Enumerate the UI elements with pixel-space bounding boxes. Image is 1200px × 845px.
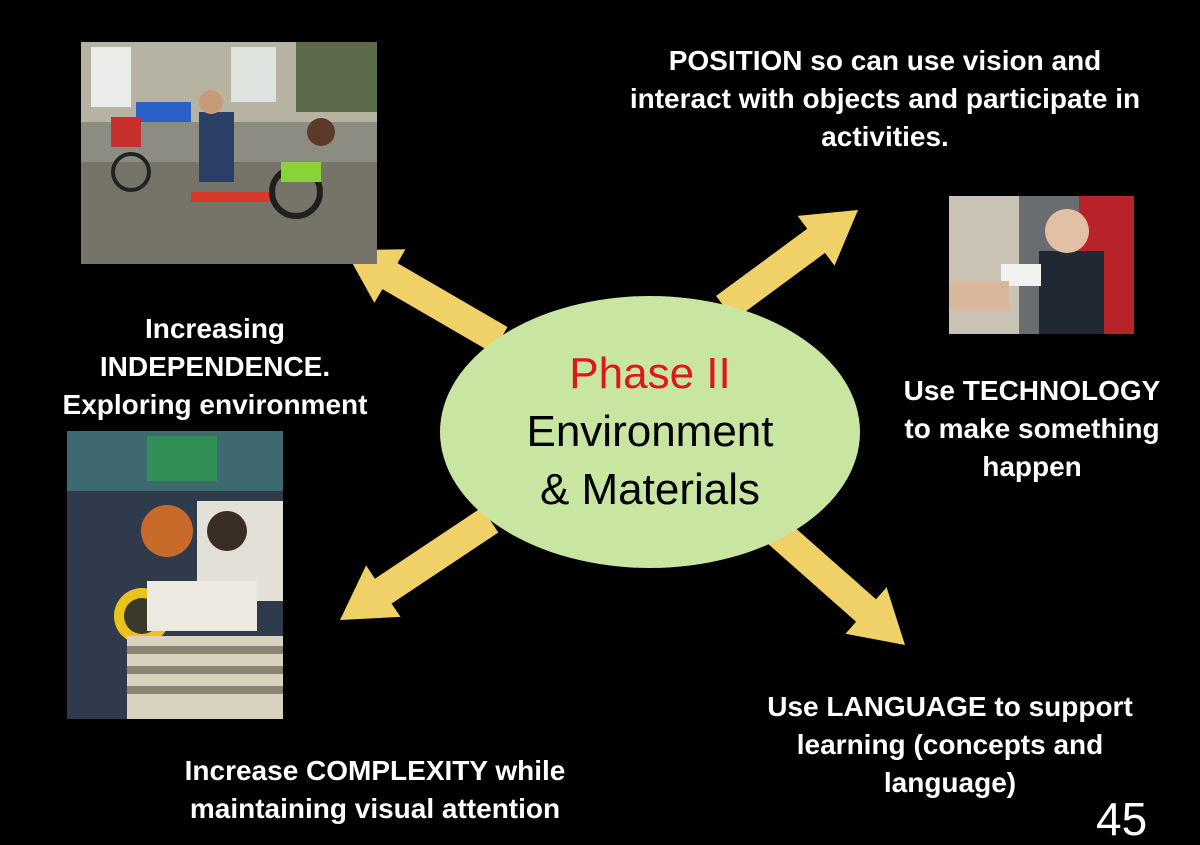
caption-complexity: Increase COMPLEXITY while maintaining vi…	[130, 752, 620, 828]
caption-complexity-line-2: maintaining visual attention	[189, 793, 561, 824]
caption-language: Use LANGUAGE to support learning (concep…	[715, 688, 1185, 802]
central-hub-ellipse: Phase II Environment & Materials	[440, 296, 860, 568]
caption-language-line-3: language)	[883, 767, 1017, 798]
arrow-to-independence	[345, 249, 508, 353]
caption-independence-line-1: Increasing	[144, 313, 286, 344]
arrow-to-position	[716, 210, 858, 321]
arrow-to-language	[765, 518, 905, 645]
caption-language-line-1: Use LANGUAGE to support	[767, 691, 1133, 722]
caption-technology-line-3: happen	[982, 451, 1082, 482]
caption-position-line-3: activities.	[821, 121, 949, 152]
caption-technology: Use TECHNOLOGY to make something happen	[872, 372, 1192, 486]
hub-phase-label: Phase II	[569, 349, 731, 398]
hub-topic-line-1: Environment	[526, 407, 774, 456]
caption-language-line-2: learning (concepts and	[796, 729, 1104, 760]
caption-technology-line-2: to make something	[904, 413, 1160, 444]
caption-complexity-line-1: Increase COMPLEXITY while	[184, 755, 566, 786]
arrow-to-complexity	[340, 507, 499, 620]
photo-children-mobility	[81, 42, 377, 264]
caption-independence: Increasing INDEPENDENCE. Exploring envir…	[20, 310, 410, 424]
hub-topic-line-2: & Materials	[539, 465, 761, 514]
caption-independence-line-3: Exploring environment	[62, 389, 368, 420]
photo-child-technology	[949, 196, 1134, 334]
caption-position: POSITION so can use vision and interact …	[540, 42, 1200, 156]
caption-technology-line-1: Use TECHNOLOGY	[903, 375, 1161, 406]
caption-position-line-2: interact with objects and participate in	[629, 83, 1141, 114]
caption-position-line-1: POSITION so can use vision and	[668, 45, 1102, 76]
caption-independence-line-2: INDEPENDENCE.	[99, 351, 331, 382]
page-number: 45	[1096, 793, 1148, 845]
photo-child-complexity	[67, 431, 283, 719]
